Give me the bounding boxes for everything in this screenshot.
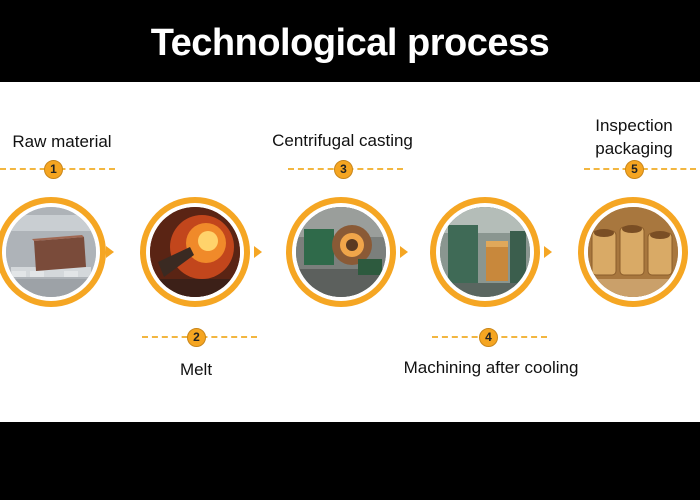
step-1-circle xyxy=(0,197,106,307)
arrow-right-icon xyxy=(106,246,114,258)
lathe-machining-photo xyxy=(440,207,530,297)
step-1-badge: 1 xyxy=(44,160,63,179)
header-bar: Technological process xyxy=(0,0,700,82)
casting-machine-photo xyxy=(296,207,386,297)
process-panel: Raw material 1 Centrifugal casting 3 Ins… xyxy=(0,82,700,422)
arrow-right-icon xyxy=(400,246,408,258)
footer-bar xyxy=(0,422,700,500)
bronze-bushings-photo xyxy=(588,207,678,297)
step-2-label: Melt xyxy=(179,360,213,379)
step-3-circle xyxy=(286,197,396,307)
step-5-circle xyxy=(578,197,688,307)
step-4-label: Machining after cooling xyxy=(403,358,579,377)
step-5-badge: 5 xyxy=(625,160,644,179)
arrow-right-icon xyxy=(254,246,262,258)
metal-ingots-photo xyxy=(6,207,96,297)
step-5-label-line1: Inspection xyxy=(595,116,673,135)
step-4-badge: 4 xyxy=(479,328,498,347)
step-1-label: Raw material xyxy=(12,132,112,151)
arrow-right-icon xyxy=(544,246,552,258)
step-2-circle xyxy=(140,197,250,307)
step-4-circle xyxy=(430,197,540,307)
page-title: Technological process xyxy=(150,22,550,64)
step-2-badge: 2 xyxy=(187,328,206,347)
step-3-label: Centrifugal casting xyxy=(272,131,413,150)
step-3-badge: 3 xyxy=(334,160,353,179)
molten-metal-pouring-photo xyxy=(150,207,240,297)
step-5-label-line2: packaging xyxy=(595,139,673,158)
